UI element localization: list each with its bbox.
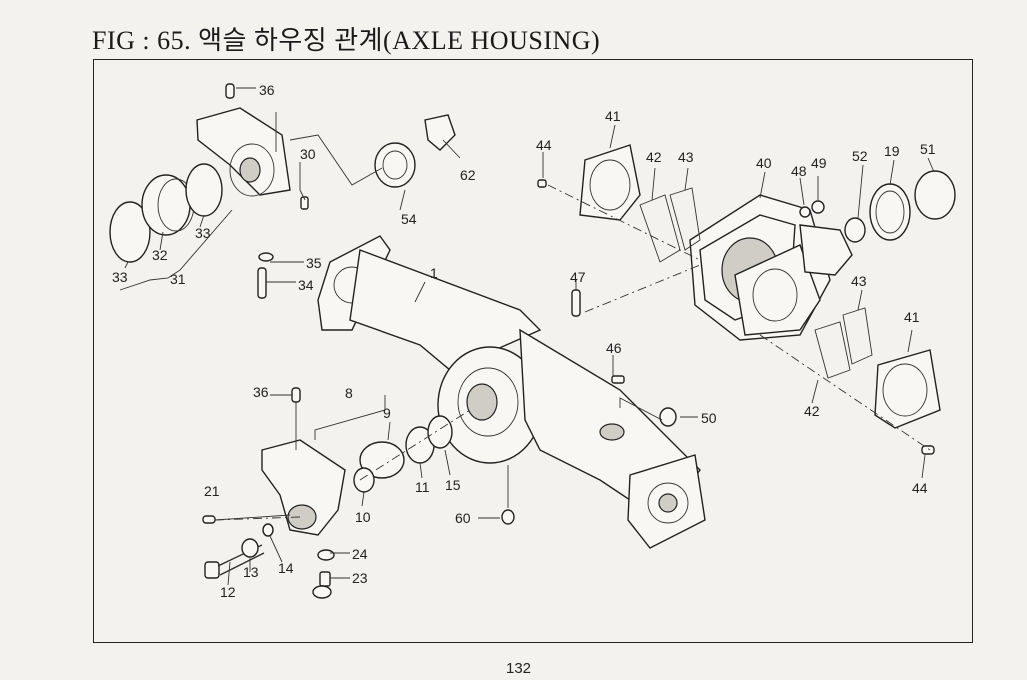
callout-43-lower: 43: [851, 273, 867, 289]
callout-36-lower: 36: [253, 384, 269, 400]
callout-13: 13: [243, 564, 259, 580]
callout-15: 15: [445, 477, 461, 493]
lower-kingpin-bracket: [261, 387, 453, 599]
callout-46: 46: [606, 340, 622, 356]
callout-11: 11: [415, 479, 430, 495]
callout-12: 12: [220, 584, 236, 600]
leader-lines: [119, 87, 935, 586]
callout-1: 1: [430, 265, 438, 281]
callout-19: 19: [884, 143, 900, 159]
bearing-rings: [109, 163, 223, 263]
differential-carrier: [689, 170, 956, 341]
callout-48: 48: [791, 163, 807, 179]
callout-14: 14: [278, 560, 294, 576]
callout-33-left: 33: [112, 269, 128, 285]
page-number: 132: [506, 660, 532, 677]
upper-kingpin-bracket: [196, 83, 291, 197]
callout-51: 51: [920, 141, 936, 157]
callout-31: 31: [170, 271, 186, 287]
axle-housing-body: [317, 235, 706, 549]
callout-42-lower: 42: [804, 403, 820, 419]
callout-40: 40: [756, 155, 772, 171]
callout-10: 10: [355, 509, 371, 525]
upper-bolts: [257, 196, 309, 299]
callout-50: 50: [701, 410, 717, 426]
callout-24: 24: [352, 546, 368, 562]
callout-42-upper: 42: [646, 149, 662, 165]
callout-30: 30: [300, 146, 316, 162]
covers-and-gaskets: [537, 144, 941, 455]
lower-bolts: [202, 515, 274, 579]
callout-21: 21: [204, 483, 220, 499]
callout-43-upper: 43: [678, 149, 694, 165]
callout-9: 9: [383, 405, 391, 421]
callout-23: 23: [352, 570, 368, 586]
callout-35: 35: [306, 255, 322, 271]
callout-32: 32: [152, 247, 168, 263]
callout-41-lower: 41: [904, 309, 920, 325]
callout-44-upper: 44: [536, 137, 552, 153]
callout-49: 49: [811, 155, 827, 171]
seal-and-plate: [374, 114, 456, 188]
callout-52: 52: [852, 148, 868, 164]
callout-8: 8: [345, 385, 353, 401]
diagram-frame: [93, 59, 973, 643]
callout-54: 54: [401, 211, 417, 227]
callout-41-upper: 41: [605, 108, 621, 124]
callout-34: 34: [298, 277, 314, 293]
callout-62: 62: [460, 167, 476, 183]
callout-44-lower: 44: [912, 480, 928, 496]
figure-title: FIG : 65. 액슬 하우징 관계(AXLE HOUSING): [92, 26, 601, 55]
callout-60: 60: [455, 510, 471, 526]
callout-36-upper: 36: [259, 82, 275, 98]
callout-47: 47: [570, 269, 586, 285]
callout-labels: 36 30 35 34 33 32 33 31 54 62 1 36 8 9 1…: [112, 82, 936, 600]
callout-33-right: 33: [195, 225, 211, 241]
